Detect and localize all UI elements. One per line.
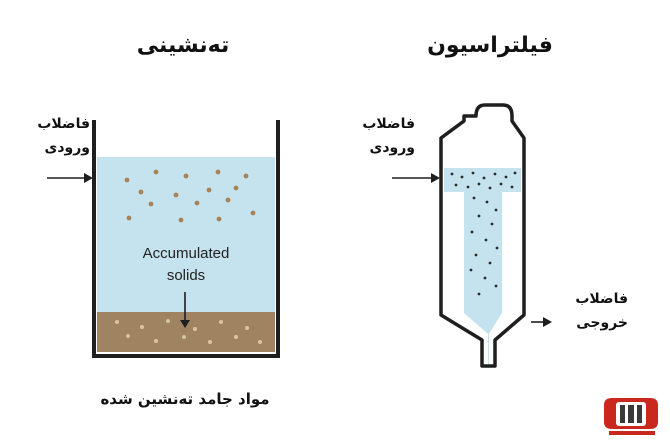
- accumulated-solids-label: Accumulated solids: [108, 243, 264, 287]
- column-outline: [439, 103, 526, 368]
- filtration-inlet-arrow-icon: [392, 173, 440, 183]
- filtration-column: [439, 103, 526, 368]
- solids-line: solids: [166, 267, 206, 284]
- filtration-title: فیلتراسیون: [427, 33, 553, 58]
- settled-solids-caption: مواد جامد ته‌نشین شده: [100, 390, 270, 408]
- outlet-arrow-icon: [531, 317, 552, 327]
- filter-water: [444, 168, 521, 364]
- tank-water: [97, 157, 275, 312]
- suspended-particles: [124, 169, 256, 223]
- tank-wall: [92, 120, 280, 358]
- filtration-inlet-label: فاضلاب ورودی: [335, 112, 415, 160]
- sedimentation-tank: [92, 120, 280, 358]
- filter-media: [450, 171, 517, 296]
- sludge-layer: [97, 312, 275, 352]
- outlet-line2: خروجی: [576, 315, 628, 331]
- sedimentation-inlet-label: فاضلاب ورودی: [10, 112, 90, 160]
- inlet-label-line2: ورودی: [44, 140, 90, 156]
- filtration-outlet-label: فاضلاب خروجی: [548, 287, 628, 335]
- outlet-line1: فاضلاب: [575, 291, 628, 307]
- inlet-arrow-icon: [47, 173, 93, 183]
- sedimentation-title: ته‌نشینی: [136, 33, 230, 58]
- logo-icon: [604, 398, 658, 435]
- inlet-label-line1: فاضلاب: [37, 116, 90, 132]
- settled-particles: [115, 319, 262, 344]
- filtration-inlet-line1: فاضلاب: [362, 116, 415, 132]
- filtration-inlet-line2: ورودی: [369, 140, 415, 156]
- settling-arrow-icon: [180, 292, 190, 328]
- accumulated-line: Accumulated: [142, 245, 230, 262]
